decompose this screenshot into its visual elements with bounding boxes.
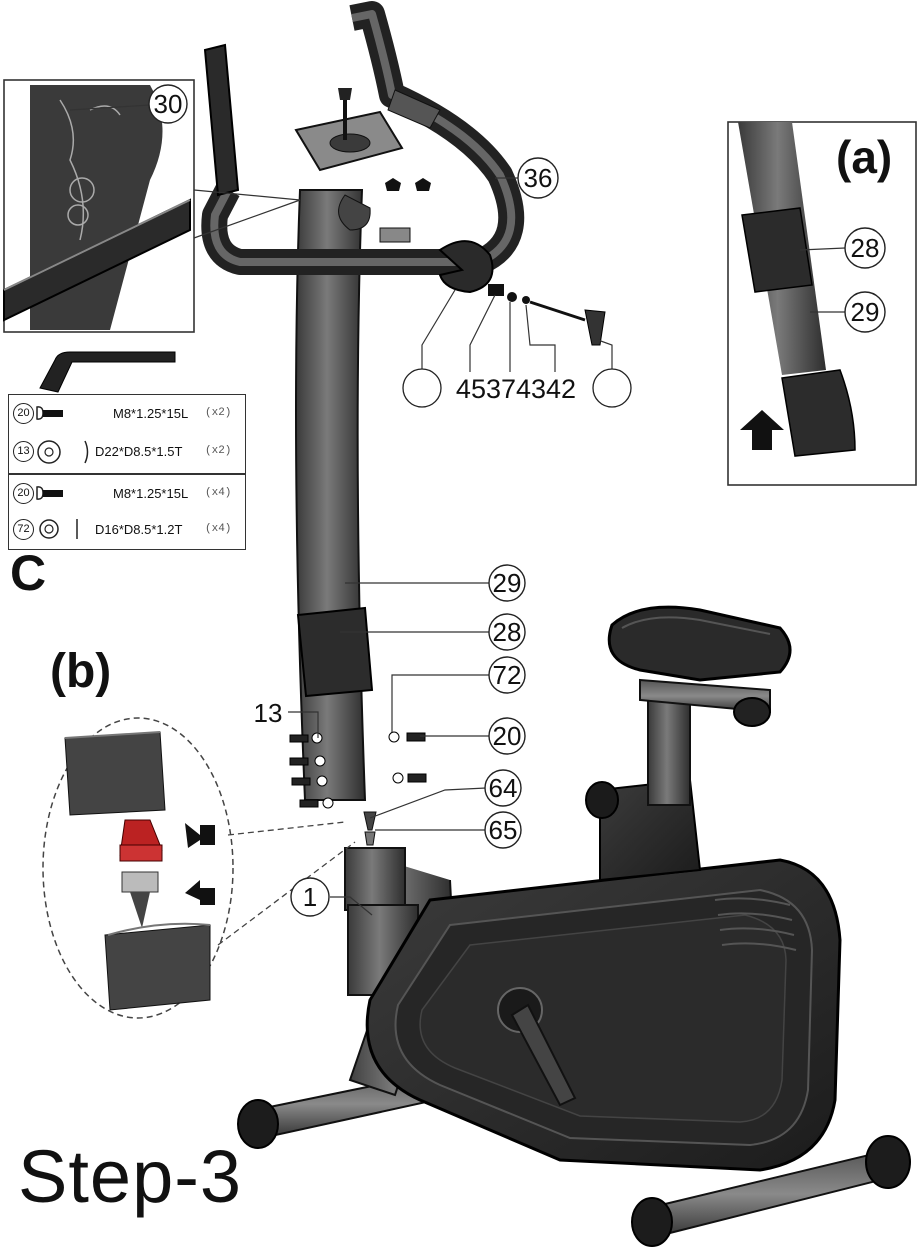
part-spec: D22*D8.5*1.5T (95, 444, 183, 459)
detail-label-a: (a) (836, 131, 893, 183)
part-qty: (x2) (205, 407, 232, 419)
allen-key (39, 351, 176, 393)
part-qty: (x2) (205, 445, 232, 457)
callout-36: 36 (524, 163, 553, 193)
bolt-icon (36, 486, 63, 500)
bolt-icon (36, 406, 63, 420)
part-spec: M8*1.25*15L (113, 406, 189, 421)
leader-lines (69, 104, 846, 916)
callout-29: 29 (493, 568, 522, 598)
inset-a (727, 121, 917, 486)
callout-64: 64 (489, 773, 518, 803)
callout-28-inset: 28 (851, 233, 880, 263)
washer-icon (39, 519, 78, 539)
bottom-callouts-text: 45374342 (456, 374, 576, 404)
step-title: Step-3 (18, 1135, 243, 1218)
part-number: 20 (13, 483, 34, 504)
detail-label-c: C (10, 545, 47, 601)
part-number: 13 (13, 441, 34, 462)
bike-frame (237, 605, 911, 1247)
callout-29-inset: 29 (851, 297, 880, 327)
front-post (289, 88, 427, 846)
callout-72: 72 (493, 660, 522, 690)
callout-1: 1 (303, 882, 317, 912)
part-spec: D16*D8.5*1.2T (95, 522, 183, 537)
parts-row: 72 D16*D8.5*1.2T (x4) (9, 511, 245, 549)
parts-row: 20 M8*1.25*15L (x2) (9, 395, 245, 433)
washer-icon (37, 440, 89, 464)
callout-65: 65 (489, 815, 518, 845)
parts-box-1: 20 M8*1.25*15L (x2) 13 D22*D8.5*1.5T (x2… (8, 394, 246, 474)
callout-28: 28 (493, 617, 522, 647)
parts-box-2: 20 M8*1.25*15L (x4) 72 D16*D8.5*1.2T (x4… (8, 474, 246, 550)
inset-30 (3, 79, 301, 333)
handlebar (201, 1, 525, 275)
part-number: 20 (13, 403, 34, 424)
parts-row: 13 D22*D8.5*1.5T (x2) (9, 433, 245, 471)
detail-label-b: (b) (50, 645, 112, 698)
tension-knob-assembly (402, 240, 632, 408)
callout-20: 20 (493, 721, 522, 751)
callout-30: 30 (154, 89, 183, 119)
parts-row: 20 M8*1.25*15L (x4) (9, 475, 245, 513)
part-qty: (x4) (205, 487, 232, 499)
part-number: 72 (13, 519, 34, 540)
callout-13: 13 (254, 698, 283, 728)
callout-circles (148, 84, 886, 917)
part-spec: M8*1.25*15L (113, 486, 189, 501)
inset-b (42, 717, 356, 1019)
part-qty: (x4) (205, 523, 232, 535)
